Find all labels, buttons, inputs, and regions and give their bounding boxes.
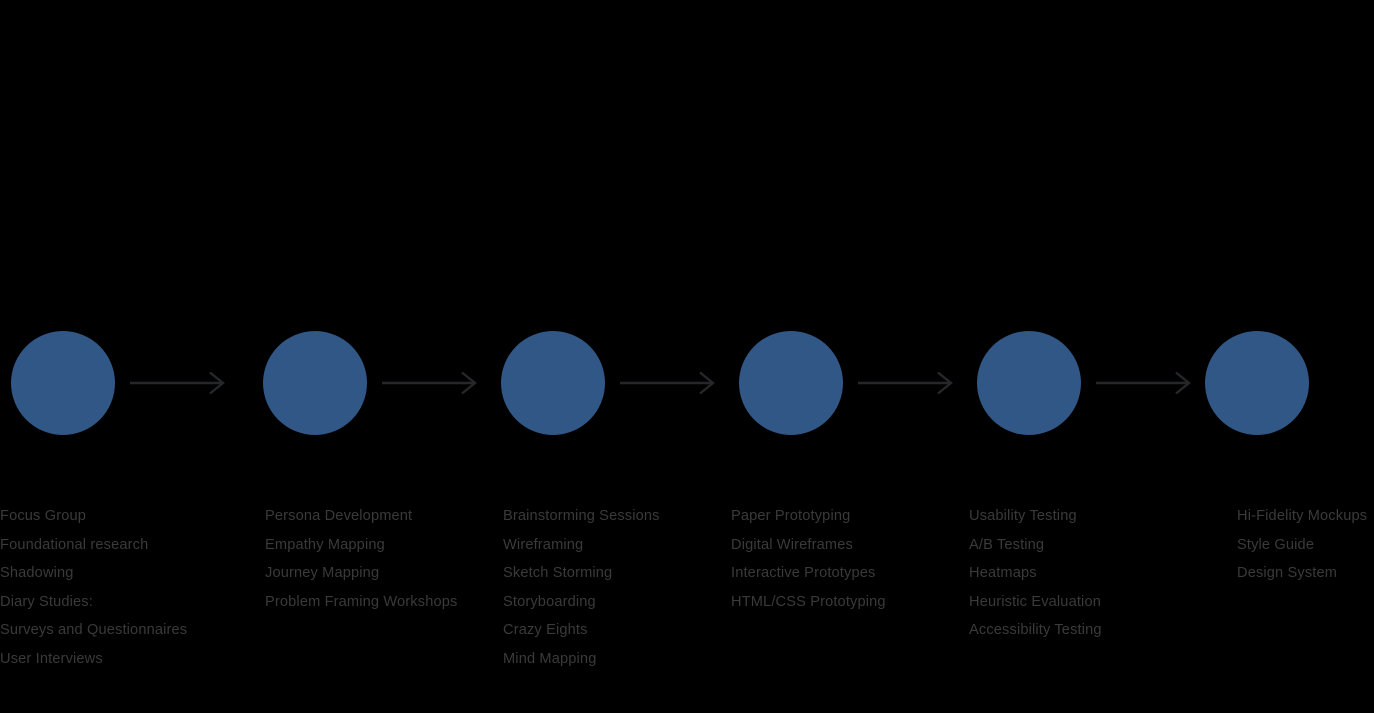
task-item: Journey Mapping [265, 565, 380, 582]
task-item: Accessibility Testing [969, 622, 1102, 639]
arrow-right-icon [1096, 371, 1191, 395]
stage-node-5[interactable] [977, 331, 1081, 435]
task-item: A/B Testing [969, 536, 1045, 553]
task-item: Diary Studies: [0, 593, 93, 610]
task-item: Digital Wireframes [731, 536, 853, 553]
task-item: Paper Prototyping [731, 508, 851, 524]
stage-node-2[interactable] [263, 331, 367, 435]
arrow-1-to-2 [128, 369, 228, 397]
arrow-right-icon [382, 371, 477, 395]
stage-node-1[interactable] [11, 331, 115, 435]
arrow-4-to-5 [856, 369, 956, 397]
arrow-3-to-4 [618, 369, 718, 397]
task-item: Brainstorming Sessions [503, 508, 660, 524]
task-item: Storyboarding [503, 593, 596, 610]
task-item: Sketch Storming [503, 565, 613, 582]
arrow-right-icon [620, 371, 715, 395]
task-item: Wireframing [503, 536, 584, 553]
task-item: Hi-Fidelity Mockups [1237, 508, 1368, 524]
task-item: HTML/CSS Prototyping [731, 593, 886, 610]
stage-node-6[interactable] [1205, 331, 1309, 435]
task-item: Interactive Prototypes [731, 565, 876, 582]
task-item: Usability Testing [969, 508, 1077, 524]
task-item: Persona Development [265, 508, 413, 524]
arrow-right-icon [858, 371, 953, 395]
task-item: Focus Group [0, 508, 87, 524]
arrow-right-icon [130, 371, 225, 395]
task-item: User Interviews [0, 650, 103, 667]
task-item: Crazy Eights [503, 622, 588, 639]
task-item: Surveys and Questionnaires [0, 622, 188, 639]
task-item: Problem Framing Workshops [265, 593, 458, 610]
task-item: Style Guide [1237, 536, 1315, 553]
stage-node-3[interactable] [501, 331, 605, 435]
arrow-5-to-6 [1094, 369, 1194, 397]
task-item: Heatmaps [969, 565, 1037, 582]
task-item: Empathy Mapping [265, 536, 385, 553]
task-item: Foundational research [0, 536, 149, 553]
stage-node-4[interactable] [739, 331, 843, 435]
task-item: Heuristic Evaluation [969, 593, 1101, 610]
task-item: Mind Mapping [503, 650, 597, 667]
arrow-2-to-3 [380, 369, 480, 397]
task-item: Design System [1237, 565, 1338, 582]
task-item: Shadowing [0, 565, 74, 582]
